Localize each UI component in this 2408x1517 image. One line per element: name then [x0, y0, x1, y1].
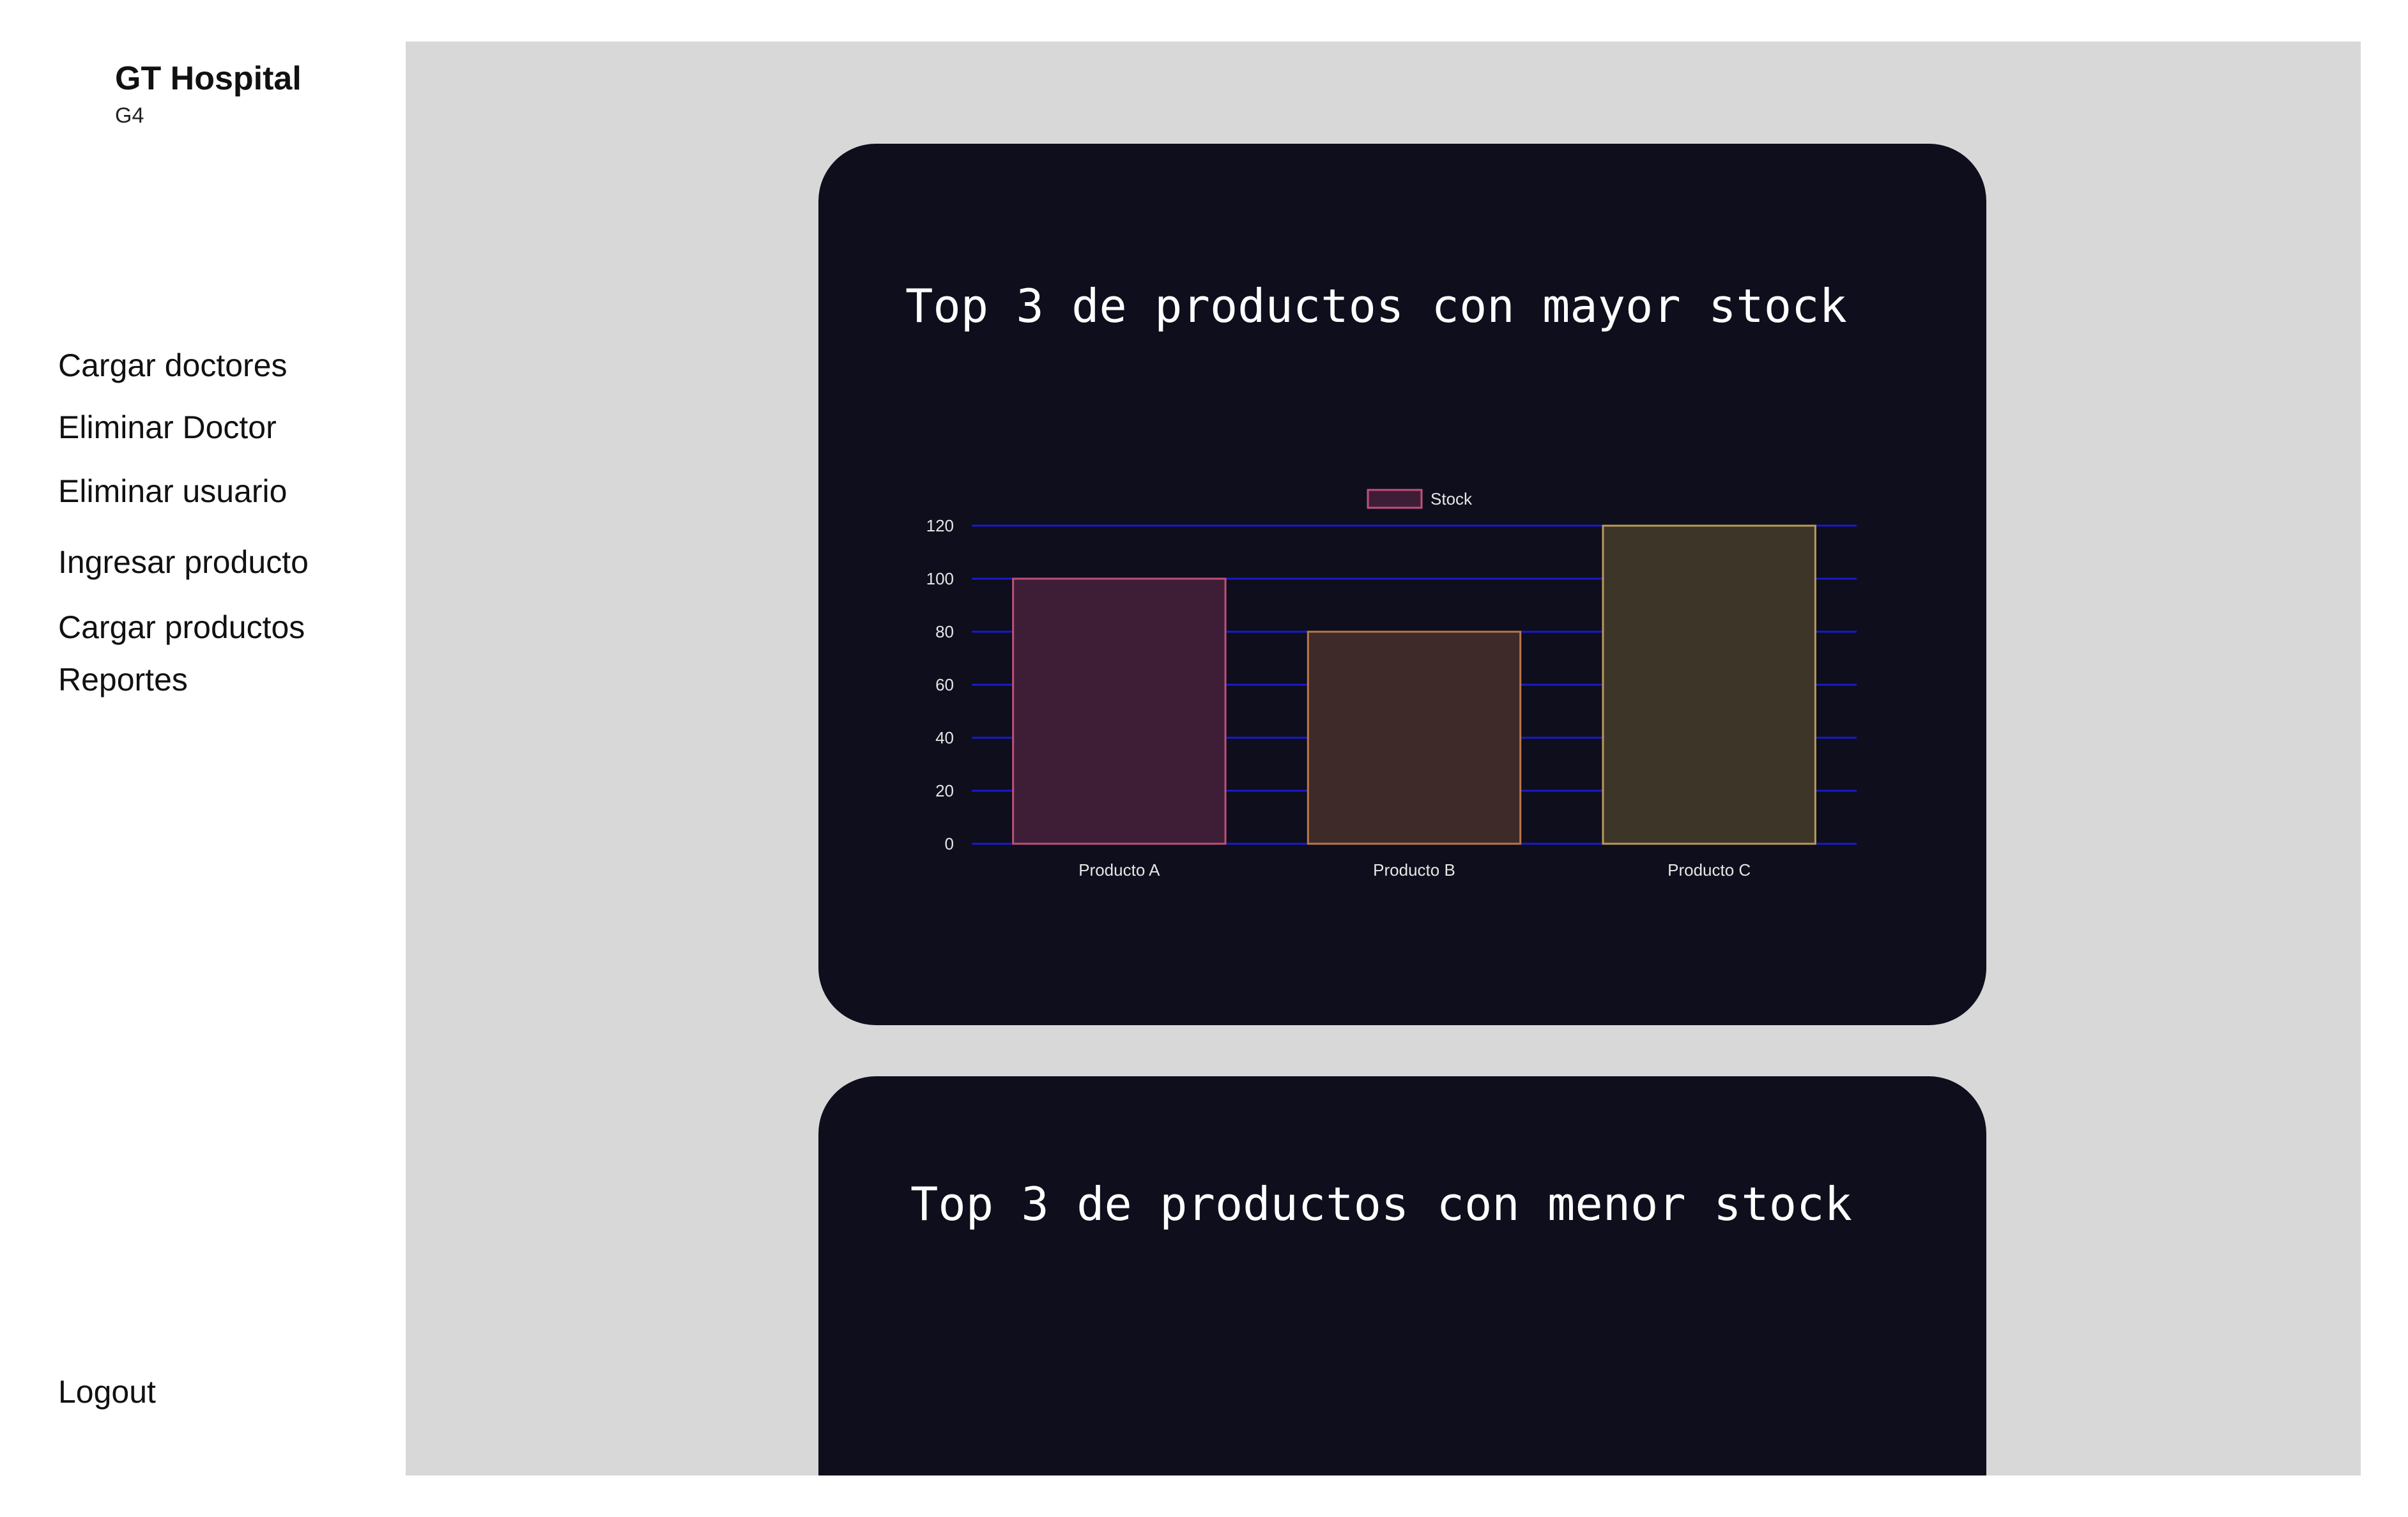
- card-title-top-stock: Top 3 de productos con mayor stock: [905, 279, 1847, 333]
- bottom-stock-card: Top 3 de productos con menor stock: [818, 1076, 1986, 1475]
- sidebar-item-eliminar-doctor[interactable]: Eliminar Doctor: [58, 409, 277, 445]
- main-content[interactable]: Top 3 de productos con mayor stock 0 20 40…: [406, 42, 2361, 1475]
- top-stock-card: Top 3 de productos con mayor stock 0 20 40…: [818, 144, 1986, 1025]
- y-tick-label: 0: [945, 834, 954, 853]
- brand-title: GT Hospital: [115, 60, 302, 97]
- logout-button[interactable]: Logout: [58, 1374, 156, 1410]
- card-title-bottom-stock: Top 3 de productos con menor stock: [910, 1177, 1852, 1231]
- legend-swatch: [1367, 489, 1423, 509]
- sidebar-item-cargar-productos[interactable]: Cargar productos: [58, 609, 305, 645]
- sidebar-item-reportes[interactable]: Reportes: [58, 662, 188, 698]
- sidebar-item-ingresar-producto[interactable]: Ingresar producto: [58, 544, 309, 580]
- x-tick-label: Producto C: [1668, 860, 1751, 880]
- sidebar: GT Hospital G4 Cargar doctores Eliminar …: [48, 42, 406, 1475]
- y-tick-label: 20: [935, 781, 954, 800]
- bar: [1602, 524, 1816, 845]
- sidebar-item-eliminar-usuario[interactable]: Eliminar usuario: [58, 473, 288, 509]
- sidebar-item-cargar-doctores[interactable]: Cargar doctores: [58, 347, 288, 383]
- y-tick-label: 120: [926, 516, 954, 535]
- y-tick-label: 40: [935, 728, 954, 747]
- legend-label: Stock: [1430, 489, 1473, 508]
- x-tick-label: Producto B: [1373, 860, 1455, 880]
- y-tick-label: 100: [926, 569, 954, 588]
- x-tick-label: Producto A: [1078, 860, 1160, 880]
- bar: [1012, 577, 1227, 845]
- y-tick-label: 60: [935, 675, 954, 694]
- brand-subtitle: G4: [115, 103, 144, 128]
- app-window: GT Hospital G4 Cargar doctores Eliminar …: [48, 42, 2361, 1475]
- bar: [1307, 630, 1522, 845]
- y-tick-label: 80: [935, 622, 954, 641]
